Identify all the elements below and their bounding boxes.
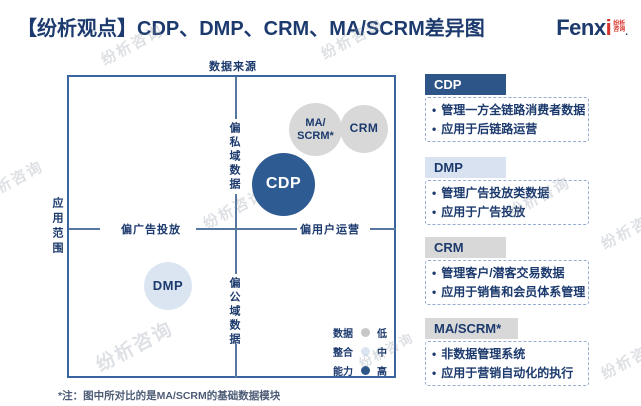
panel-ma-scrm-body: • 非数据管理系统 • 应用于营销自动化的执行 (425, 341, 589, 386)
legend-dot-low (361, 328, 370, 337)
bullet-text: 应用于广告投放 (441, 205, 526, 219)
legend-label: 能力 (333, 367, 353, 378)
bubble-crm-label: CRM (349, 121, 379, 136)
axis-label-application-scope: 应用范围 (51, 197, 63, 257)
watermark: 纷析咨询 (0, 157, 47, 205)
bullet-icon: • (432, 347, 437, 361)
panel-dmp-header: DMP (425, 157, 506, 178)
bullet-icon: • (432, 186, 437, 200)
panel-crm-header: CRM (425, 237, 506, 258)
legend-level: 中 (377, 348, 387, 359)
bullet-icon: • (432, 122, 437, 136)
legend-label: 数据 (333, 329, 353, 340)
quadrant-chart: 偏私域数据 偏公域数据 偏广告投放 偏用户运营 MA/ SCRM* CRM CD… (67, 75, 396, 378)
bullet-item: • 非数据管理系统 (432, 345, 582, 363)
panel-crm-body: • 管理客户/潜客交易数据 • 应用于销售和会员体系管理 (425, 260, 589, 305)
horizontal-axis-segment (69, 228, 100, 230)
logo-text-accent: i (605, 15, 612, 40)
panel-ma-scrm-header: MA/SCRM* (425, 318, 518, 339)
bullet-text: 非数据管理系统 (441, 347, 526, 361)
watermark: 纷析咨询 (598, 335, 641, 383)
bullet-item: • 管理一方全链路消费者数据 (432, 101, 586, 119)
legend-level: 低 (377, 329, 387, 340)
horizontal-axis-segment (196, 228, 297, 230)
bullet-text: 应用于销售和会员体系管理 (441, 285, 586, 299)
bullet-item: • 应用于营销自动化的执行 (432, 364, 582, 382)
panel-cdp-header: CDP (425, 74, 506, 95)
bubble-cdp: CDP (252, 153, 315, 216)
bullet-item: • 管理客户/潜客交易数据 (432, 264, 582, 282)
bullet-icon: • (432, 266, 437, 280)
bubble-ma-scrm-label-line1: MA/ (305, 116, 326, 129)
legend-label: 整合 (333, 348, 353, 359)
watermark: 纷析咨询 (598, 205, 641, 253)
logo-period: . (625, 27, 628, 38)
bullet-icon: • (432, 366, 437, 380)
bullet-icon: • (432, 285, 437, 299)
bullet-icon: • (432, 205, 437, 219)
bubble-dmp-label: DMP (152, 277, 184, 293)
bullet-text: 管理客户/潜客交易数据 (441, 266, 565, 280)
vertical-axis-segment (235, 194, 237, 228)
axis-label-data-source: 数据来源 (209, 61, 257, 73)
bubble-ma-scrm: MA/ SCRM* (289, 103, 342, 156)
legend-level: 高 (377, 367, 387, 378)
page-title: 【纷析观点】CDP、DMP、CRM、MA/SCRM差异图 (17, 18, 485, 40)
legend-row-low: 数据 低 (333, 325, 387, 340)
integration-capability-legend: 数据 低 整合 中 能力 高 (333, 325, 387, 378)
bubble-cdp-label: CDP (265, 175, 302, 193)
bullet-text: 管理一方全链路消费者数据 (441, 103, 586, 117)
bullet-item: • 管理广告投放类数据 (432, 184, 582, 202)
bullet-item: • 应用于销售和会员体系管理 (432, 283, 586, 301)
horizontal-axis-segment (370, 228, 396, 230)
axis-label-private-domain-data: 偏私域数据 (228, 122, 240, 192)
bubble-dmp: DMP (144, 262, 192, 310)
bullet-text: 应用于后链路运营 (441, 122, 538, 136)
vertical-axis-segment (235, 344, 237, 378)
bubble-ma-scrm-label-line2: SCRM* (297, 129, 334, 142)
logo-subtext-top: 纷析 (613, 21, 626, 27)
panel-ma-scrm: MA/SCRM* • 非数据管理系统 • 应用于营销自动化的执行 (425, 318, 589, 386)
panel-cdp: CDP • 管理一方全链路消费者数据 • 应用于后链路运营 (425, 74, 589, 142)
bullet-icon: • (432, 103, 437, 117)
axis-label-user-operation: 偏用户运营 (298, 221, 362, 237)
legend-row-high: 能力 高 (333, 363, 387, 378)
logo-subtext: 纷析 咨询 (613, 21, 625, 33)
panel-crm: CRM • 管理客户/潜客交易数据 • 应用于销售和会员体系管理 (425, 237, 589, 305)
bullet-item: • 应用于后链路运营 (432, 120, 582, 138)
bullet-text: 应用于营销自动化的执行 (441, 366, 574, 380)
bullet-item: • 应用于广告投放 (432, 203, 582, 221)
bubble-crm: CRM (340, 105, 388, 153)
legend-dot-high (361, 366, 370, 375)
bullet-text: 管理广告投放类数据 (441, 186, 550, 200)
logo-subtext-bottom: 咨询 (613, 27, 626, 33)
legend-dot-mid (361, 347, 370, 356)
legend-row-mid: 整合 中 (333, 344, 387, 359)
fenxi-logo: Fenx i 纷析 咨询 . (556, 15, 628, 41)
vertical-axis-segment (235, 230, 237, 274)
panel-dmp: DMP • 管理广告投放类数据 • 应用于广告投放 (425, 157, 589, 225)
panel-dmp-body: • 管理广告投放类数据 • 应用于广告投放 (425, 180, 589, 225)
footnote: *注：图中所对比的是MA/SCRM的基础数据模块 (58, 390, 281, 402)
axis-label-ad-placement: 偏广告投放 (119, 221, 183, 237)
axis-label-public-domain-data: 偏公域数据 (228, 277, 240, 347)
panel-cdp-body: • 管理一方全链路消费者数据 • 应用于后链路运营 (425, 97, 589, 142)
vertical-axis-segment (235, 77, 237, 119)
logo-text-main: Fenx (556, 15, 606, 40)
